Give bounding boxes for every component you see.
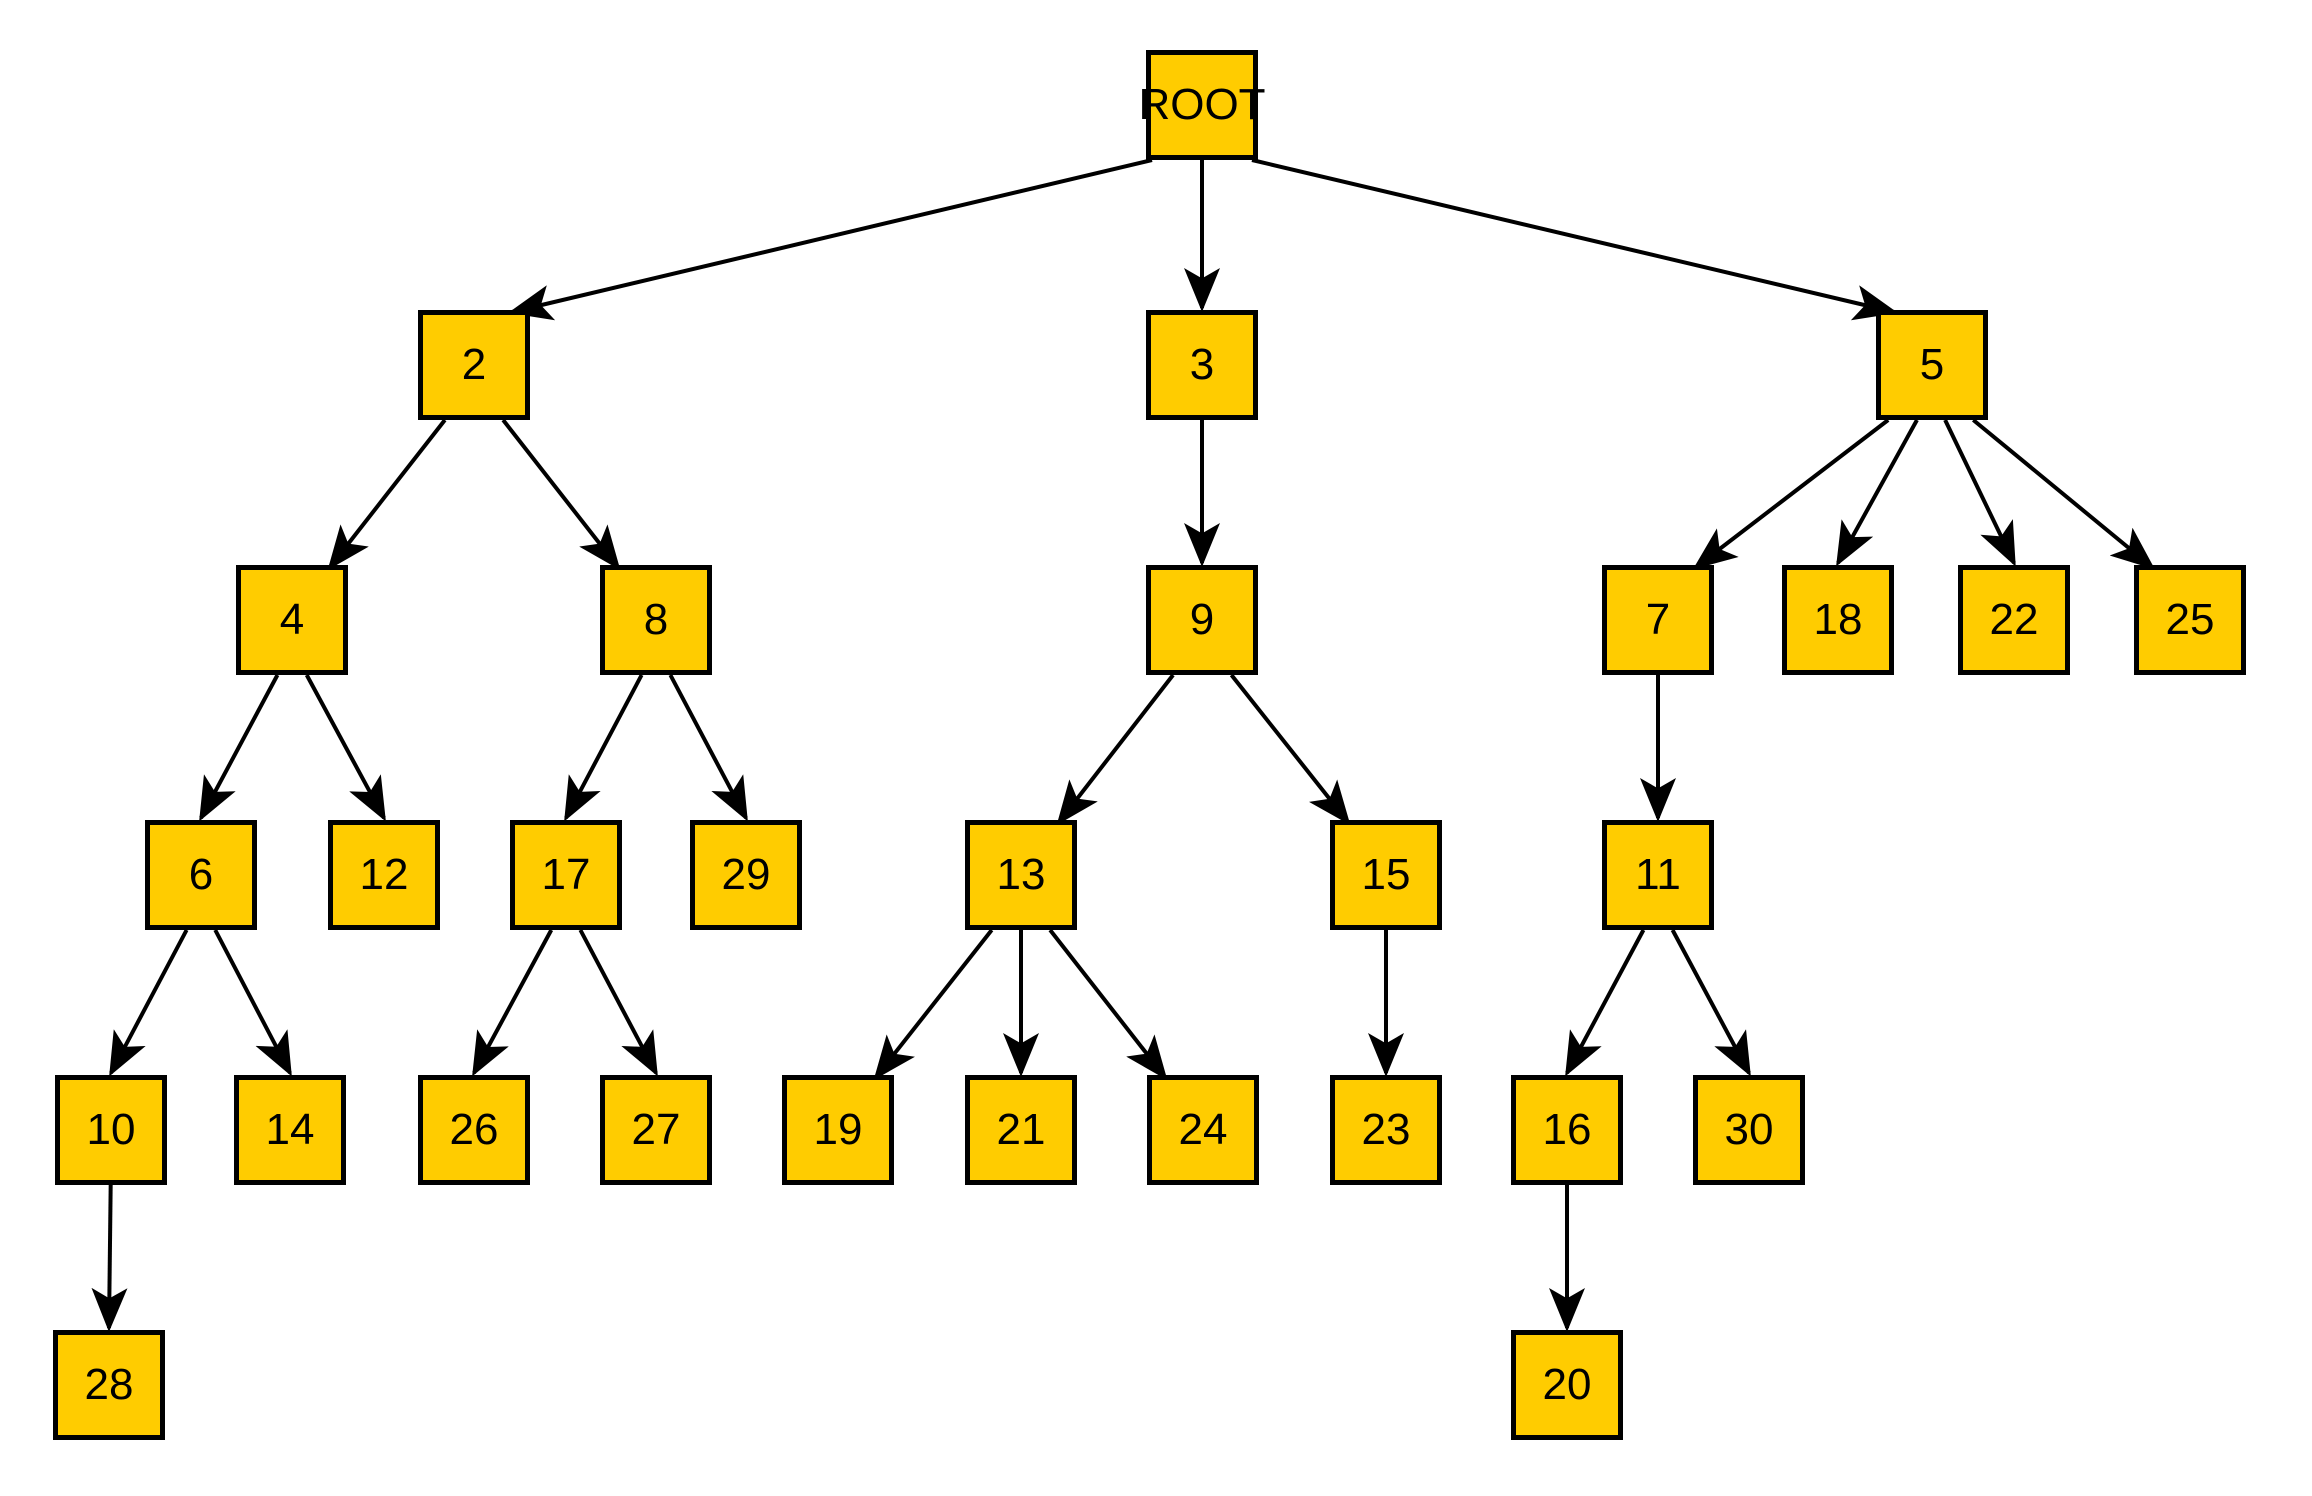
tree-node-20[interactable]: 20 — [1511, 1330, 1623, 1440]
tree-node-10[interactable]: 10 — [55, 1075, 167, 1185]
tree-node-25[interactable]: 25 — [2134, 565, 2246, 675]
tree-node-label: 14 — [265, 1105, 315, 1154]
edge-5-to-22 — [1943, 419, 2016, 567]
tree-node-label: 15 — [1361, 850, 1411, 899]
tree-node-26[interactable]: 26 — [418, 1075, 530, 1185]
tree-node-label: 9 — [1189, 595, 1215, 644]
tree-node-22[interactable]: 22 — [1958, 565, 2070, 675]
edge-ROOT-to-2 — [508, 158, 1153, 321]
tree-node-label: 10 — [86, 1105, 136, 1154]
edge-17-to-27 — [578, 929, 658, 1077]
tree-node-label: 8 — [643, 595, 669, 644]
tree-node-27[interactable]: 27 — [600, 1075, 712, 1185]
tree-node-15[interactable]: 15 — [1330, 820, 1442, 930]
tree-node-label: 16 — [1542, 1105, 1592, 1154]
tree-node-label: 21 — [996, 1105, 1046, 1154]
tree-node-label: 17 — [541, 850, 591, 899]
tree-node-21[interactable]: 21 — [965, 1075, 1077, 1185]
tree-node-5[interactable]: 5 — [1876, 310, 1988, 420]
edge-2-to-4 — [327, 418, 447, 571]
tree-node-label: 4 — [279, 595, 305, 644]
tree-node-19[interactable]: 19 — [782, 1075, 894, 1185]
tree-node-2[interactable]: 2 — [418, 310, 530, 420]
edges-group — [91, 158, 2156, 1332]
edge-5-to-7 — [1692, 418, 1890, 570]
edge-5-to-18 — [1836, 419, 1919, 567]
tree-node-label: 26 — [449, 1105, 499, 1154]
tree-node-label: 24 — [1178, 1105, 1228, 1154]
tree-node-label: 7 — [1645, 595, 1671, 644]
tree-node-9[interactable]: 9 — [1146, 565, 1258, 675]
tree-node-7[interactable]: 7 — [1602, 565, 1714, 675]
tree-node-24[interactable]: 24 — [1147, 1075, 1259, 1185]
tree-node-label: 30 — [1724, 1105, 1774, 1154]
tree-node-16[interactable]: 16 — [1511, 1075, 1623, 1185]
tree-node-14[interactable]: 14 — [234, 1075, 346, 1185]
tree-node-label: 29 — [721, 850, 771, 899]
tree-node-6[interactable]: 6 — [145, 820, 257, 930]
tree-node-label: 27 — [631, 1105, 681, 1154]
tree-node-13[interactable]: 13 — [965, 820, 1077, 930]
edge-10-to-28 — [91, 1184, 128, 1332]
edge-11-to-16 — [1565, 929, 1646, 1077]
tree-node-label: 6 — [188, 850, 214, 899]
tree-node-label: ROOT — [1138, 80, 1266, 129]
edge-6-to-14 — [213, 929, 292, 1077]
tree-node-label: 18 — [1813, 595, 1863, 644]
edge-4-to-12 — [304, 674, 386, 822]
tree-node-29[interactable]: 29 — [690, 820, 802, 930]
edge-6-to-10 — [109, 929, 189, 1077]
edge-5-to-25 — [1972, 418, 2156, 570]
tree-node-label: 5 — [1919, 340, 1945, 389]
tree-node-23[interactable]: 23 — [1330, 1075, 1442, 1185]
edge-13-to-19 — [873, 928, 994, 1081]
edge-4-to-6 — [199, 674, 280, 822]
tree-node-12[interactable]: 12 — [328, 820, 440, 930]
tree-node-label: 23 — [1361, 1105, 1411, 1154]
tree-node-root[interactable]: ROOT — [1138, 50, 1266, 160]
edge-2-to-8 — [501, 418, 621, 571]
tree-node-18[interactable]: 18 — [1782, 565, 1894, 675]
edge-8-to-17 — [564, 674, 644, 822]
tree-node-label: 3 — [1189, 340, 1215, 389]
tree-node-label: 20 — [1542, 1360, 1592, 1409]
edge-11-to-30 — [1670, 929, 1751, 1077]
edge-9-to-15 — [1229, 673, 1351, 826]
tree-node-11[interactable]: 11 — [1602, 820, 1714, 930]
tree-node-label: 25 — [2165, 595, 2215, 644]
edge-9-to-13 — [1056, 673, 1175, 826]
edge-8-to-29 — [668, 674, 748, 822]
tree-node-label: 13 — [996, 850, 1046, 899]
tree-node-17[interactable]: 17 — [510, 820, 622, 930]
edge-17-to-26 — [472, 929, 554, 1077]
tree-node-label: 11 — [1635, 850, 1681, 899]
tree-node-8[interactable]: 8 — [600, 565, 712, 675]
edge-13-to-24 — [1048, 928, 1168, 1081]
tree-node-3[interactable]: 3 — [1146, 310, 1258, 420]
tree-node-label: 19 — [813, 1105, 863, 1154]
tree-node-4[interactable]: 4 — [236, 565, 348, 675]
tree-node-label: 28 — [84, 1360, 134, 1409]
edge-ROOT-to-5 — [1251, 158, 1898, 321]
tree-node-label: 22 — [1989, 595, 2039, 644]
tree-node-label: 12 — [359, 850, 409, 899]
tree-node-30[interactable]: 30 — [1693, 1075, 1805, 1185]
tree-node-label: 2 — [461, 340, 487, 389]
tree-node-28[interactable]: 28 — [53, 1330, 165, 1440]
